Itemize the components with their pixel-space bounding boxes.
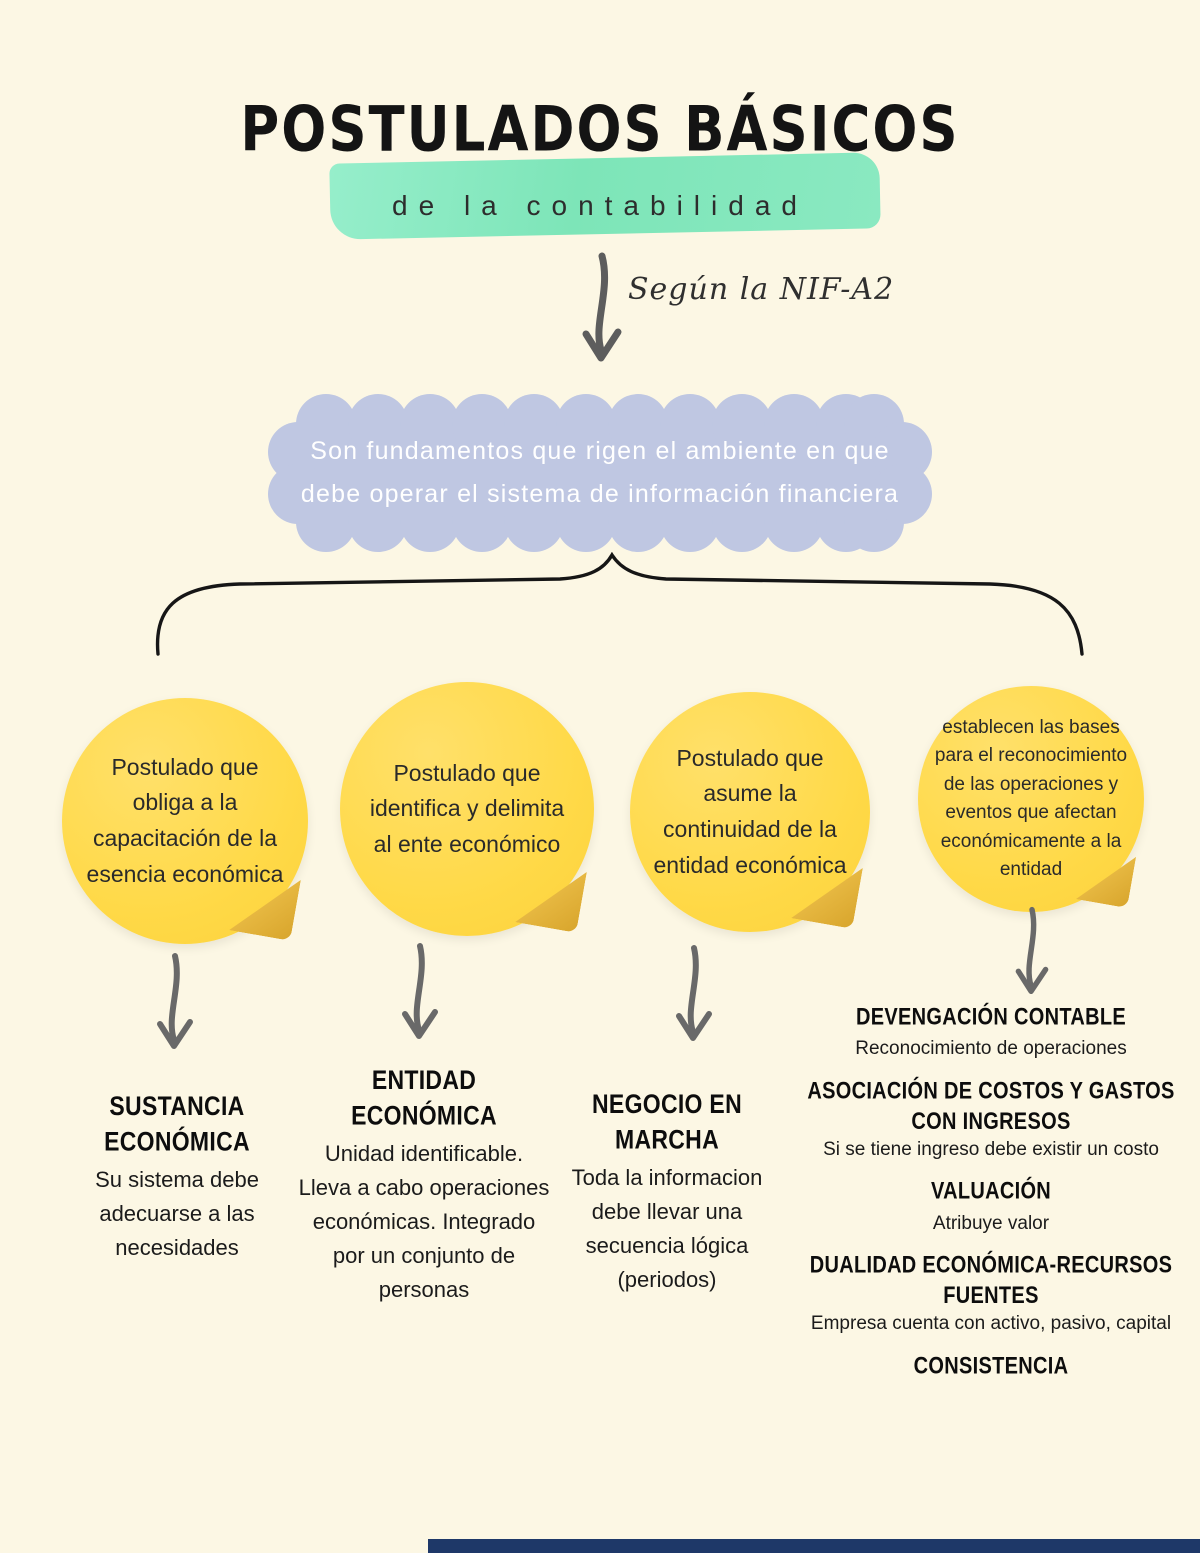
detail-body: Empresa cuenta con activo, pasivo, capit…: [810, 1312, 1172, 1334]
sticker-text-1: Postulado que obliga a la capacitación d…: [86, 753, 284, 887]
detail-heading: ENTIDAD ECONÓMICA: [351, 1064, 497, 1131]
sticker-text-4: establecen las bases para el reconocimie…: [934, 716, 1128, 881]
sticker-note-1: Postulado que obliga a la capacitación d…: [62, 698, 308, 944]
detail-body: Toda la informacion debe llevar una secu…: [571, 1164, 763, 1292]
sticker-note-4: establecen las bases para el reconocimie…: [918, 686, 1144, 912]
down-arrow-icon: [676, 945, 712, 1041]
detail-body: Su sistema debe adecuarse a las necesida…: [95, 1166, 259, 1260]
detail-heading: SUSTANCIA ECONÓMICA: [104, 1090, 250, 1157]
footer-bar: [428, 1539, 1200, 1553]
detail-heading: DEVENGACIÓN CONTABLE: [855, 1004, 1127, 1031]
detail-heading: ASOCIACIÓN DE COSTOS Y GASTOS CON INGRES…: [807, 1078, 1175, 1136]
brace-icon: [155, 552, 1084, 656]
detail-item: ASOCIACIÓN DE COSTOS Y GASTOS CON INGRES…: [785, 1076, 1197, 1163]
detail-item: DEVENGACIÓN CONTABLE Reconocimiento de o…: [785, 1002, 1197, 1063]
down-arrow-icon: [402, 943, 438, 1039]
branch-details-4: DEVENGACIÓN CONTABLE Reconocimiento de o…: [785, 1002, 1197, 1390]
nif-annotation: Según la NIF-A2: [628, 272, 895, 307]
branch-details-3: NEGOCIO EN MARCHA Toda la informacion de…: [550, 1086, 784, 1297]
definition-text: Son fundamentos que rigen el ambiente en…: [300, 437, 900, 508]
down-arrow-icon: [582, 252, 622, 362]
page-title: POSTULADOS BÁSICOS: [240, 94, 960, 166]
detail-item: CONSISTENCIA: [785, 1351, 1197, 1379]
detail-item: VALUACIÓN Atribuye valor: [785, 1176, 1197, 1237]
sticker-note-2: Postulado que identifica y delimita al e…: [340, 682, 594, 936]
down-arrow-icon: [1015, 906, 1049, 995]
sticker-text-2: Postulado que identifica y delimita al e…: [369, 759, 565, 857]
detail-body: Atribuye valor: [932, 1212, 1050, 1234]
detail-body: Reconocimiento de operaciones: [855, 1038, 1127, 1060]
detail-heading: CONSISTENCIA: [913, 1352, 1069, 1379]
detail-item: DUALIDAD ECONÓMICA-RECURSOS FUENTES Empr…: [785, 1250, 1197, 1337]
folded-corner-icon: [515, 861, 587, 933]
detail-heading: VALUACIÓN: [930, 1178, 1052, 1205]
cloud-shape: [268, 394, 932, 552]
sticker-text-3: Postulado que asume la continuidad de la…: [653, 744, 847, 878]
sticker-note-3: Postulado que asume la continuidad de la…: [630, 692, 870, 932]
branch-details-2: ENTIDAD ECONÓMICA Unidad identificable. …: [298, 1062, 550, 1307]
branch-details-1: SUSTANCIA ECONÓMICA Su sistema debe adec…: [70, 1088, 284, 1265]
down-arrow-icon: [157, 953, 193, 1049]
detail-body: Si se tiene ingreso debe existir un cost…: [823, 1138, 1159, 1160]
detail-heading: DUALIDAD ECONÓMICA-RECURSOS FUENTES: [809, 1252, 1173, 1310]
detail-heading: NEGOCIO EN MARCHA: [592, 1088, 742, 1155]
definition-cloud: Son fundamentos que rigen el ambiente en…: [264, 390, 936, 556]
page-subtitle: de la contabilidad: [392, 190, 808, 221]
detail-body: Unidad identificable. Lleva a cabo opera…: [298, 1140, 550, 1303]
